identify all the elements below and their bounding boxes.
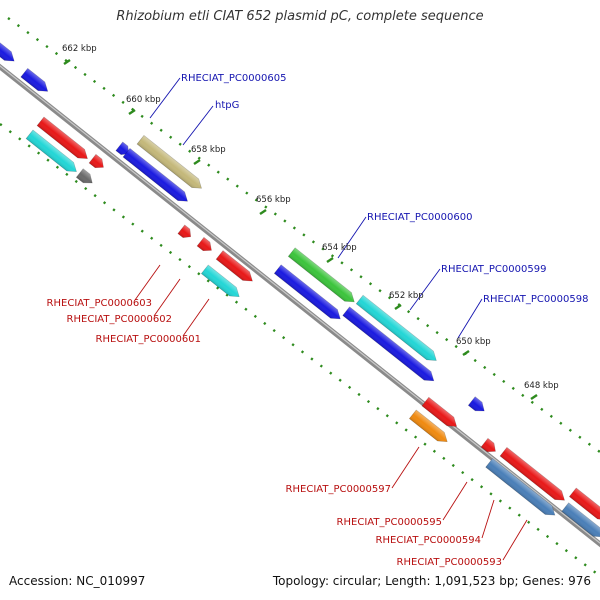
feature-red-0604-a[interactable] <box>36 116 91 163</box>
feature-steelblue-far-right[interactable] <box>561 502 600 541</box>
leader-line-1 <box>182 105 214 146</box>
leader-line-3 <box>409 268 441 311</box>
major-tick-6 <box>462 350 470 356</box>
gene-label-htpg[interactable]: htpG <box>215 100 239 111</box>
major-tick-2 <box>193 159 201 165</box>
leader-line-8 <box>391 446 420 489</box>
feature-pc0000598[interactable] <box>342 306 438 385</box>
feature-pc0000593[interactable] <box>485 458 559 520</box>
feature-gray-left[interactable] <box>75 168 95 188</box>
gene-label-pc0000602[interactable]: RHECIAT_PC0000602 <box>67 314 172 325</box>
feature-pc0000594[interactable] <box>499 447 568 504</box>
topology-summary: Topology: circular; Length: 1,091,523 bp… <box>272 574 591 588</box>
leader-line-10 <box>481 499 495 539</box>
feature-htpg[interactable] <box>136 135 205 192</box>
feature-red-right[interactable] <box>421 396 460 431</box>
tick-label-652: 652 kbp <box>389 291 424 301</box>
gene-label-pc0000593[interactable]: RHECIAT_PC0000593 <box>397 557 502 568</box>
gene-label-pc0000598[interactable]: RHECIAT_PC0000598 <box>483 294 588 305</box>
leader-line-7 <box>182 298 210 337</box>
tick-label-648: 648 kbp <box>524 381 559 391</box>
feature-blue-top-left[interactable] <box>20 67 51 95</box>
major-tick-7 <box>530 394 538 400</box>
tick-label-662: 662 kbp <box>62 44 97 54</box>
feature-blue-small-right[interactable] <box>467 396 487 416</box>
feature-pc0000597[interactable] <box>408 409 450 446</box>
sequence-backbone-highlight <box>0 65 600 544</box>
inner-tick-ring <box>0 123 600 577</box>
tick-label-656: 656 kbp <box>256 195 291 205</box>
feature-pc0000600[interactable] <box>287 247 357 306</box>
label-leader-lines <box>134 77 528 561</box>
feature-offscreen-left-blue[interactable] <box>0 40 18 66</box>
leader-line-2 <box>337 216 367 259</box>
gene-label-pc0000595[interactable]: RHECIAT_PC0000595 <box>337 517 442 528</box>
tick-label-654: 654 kbp <box>322 243 357 253</box>
kbp-tick-marks <box>63 59 538 400</box>
gene-label-pc0000603[interactable]: RHECIAT_PC0000603 <box>47 298 152 309</box>
feature-pc0000595[interactable] <box>480 437 499 455</box>
leader-line-5 <box>134 264 161 301</box>
major-tick-5 <box>394 304 402 310</box>
major-tick-4 <box>326 257 334 263</box>
feature-cyan-left[interactable] <box>25 129 80 176</box>
gene-label-pc0000597[interactable]: RHECIAT_PC0000597 <box>286 484 391 495</box>
gene-label-pc0000600[interactable]: RHECIAT_PC0000600 <box>367 212 472 223</box>
feature-red-small-left[interactable] <box>88 153 107 171</box>
gene-label-pc0000605[interactable]: RHECIAT_PC0000605 <box>181 73 286 84</box>
outer-tick-ring <box>7 17 600 453</box>
gene-label-pc0000601[interactable]: RHECIAT_PC0000601 <box>96 334 201 345</box>
leader-line-6 <box>153 278 181 317</box>
feature-pc0000603[interactable] <box>177 224 194 241</box>
feature-pc0000602[interactable] <box>196 236 215 254</box>
feature-blue-mid[interactable] <box>273 264 343 323</box>
tick-label-660: 660 kbp <box>126 95 161 105</box>
feature-pc0000601[interactable] <box>200 264 242 301</box>
map-title: Rhizobium etli CIAT 652 plasmid pC, comp… <box>116 9 484 24</box>
leader-line-4 <box>457 298 483 339</box>
tick-label-650: 650 kbp <box>456 337 491 347</box>
gene-label-pc0000594[interactable]: RHECIAT_PC0000594 <box>376 535 481 546</box>
leader-line-11 <box>502 519 528 561</box>
major-tick-3 <box>259 209 267 215</box>
feature-pc0000605[interactable] <box>122 148 191 205</box>
tick-label-658: 658 kbp <box>191 145 226 155</box>
feature-blue-small-arrow[interactable] <box>115 141 132 158</box>
feature-pc0000599[interactable] <box>355 294 440 365</box>
gene-features <box>0 40 600 541</box>
leader-line-9 <box>442 481 468 521</box>
leader-line-0 <box>149 77 181 119</box>
accession-text: Accession: NC_010997 <box>9 574 146 588</box>
major-tick-0 <box>63 59 71 65</box>
gene-label-pc0000599[interactable]: RHECIAT_PC0000599 <box>441 264 546 275</box>
feature-red-mid[interactable] <box>215 250 256 286</box>
major-tick-1 <box>128 109 136 115</box>
